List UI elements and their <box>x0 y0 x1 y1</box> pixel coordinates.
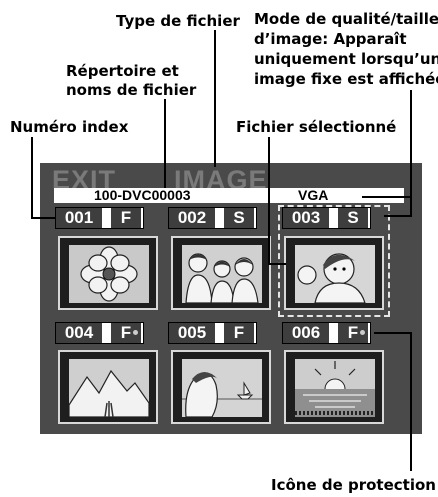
file-type-label: Type de fichier <box>116 12 240 30</box>
leader-selected-horizontal <box>268 263 286 265</box>
leader-protect-vertical <box>410 333 412 471</box>
thumbnail-mountains[interactable] <box>58 350 158 424</box>
index-number: 001 <box>56 208 102 228</box>
directory-label-line1: Répertoire et <box>66 62 179 80</box>
thumbnail-tag: 006 F <box>282 322 371 344</box>
flower-image <box>69 245 149 303</box>
index-number: 003 <box>283 208 329 228</box>
index-number: 004 <box>56 323 102 343</box>
protection-icon-label: Icône de protection <box>271 476 436 494</box>
leader-selected-vertical <box>268 137 270 265</box>
leader-quality-vertical <box>410 90 412 217</box>
leader-file-type <box>214 30 216 167</box>
thumbnail-tag: 005 F <box>168 322 257 344</box>
index-number-label: Numéro index <box>10 118 129 136</box>
thumbnail-people[interactable] <box>171 236 271 310</box>
thumbnail-tag: 002 S <box>168 207 257 229</box>
mountains-image <box>69 359 149 417</box>
index-number: 005 <box>169 323 215 343</box>
info-bar <box>54 188 404 203</box>
thumbnail-sunset[interactable] <box>284 350 384 424</box>
file-type-badge: F <box>111 208 141 228</box>
thumbnail-tag: 003 S <box>282 207 371 229</box>
quality-size-label-line2: d’image: Apparaît <box>254 30 407 48</box>
key-icon <box>133 330 138 335</box>
leader-directory <box>164 99 166 188</box>
sunset-image <box>295 359 375 417</box>
leader-index-horizontal <box>31 217 55 219</box>
leader-quality-horizontal <box>384 215 412 217</box>
selected-file-label: Fichier sélectionné <box>236 118 397 136</box>
directory-label-line2: noms de fichier <box>66 81 197 99</box>
thumbnail-girl[interactable] <box>284 236 384 310</box>
leader-index-vertical <box>31 137 33 219</box>
thumbnail-tag: 001 F <box>55 207 144 229</box>
file-type-badge: S <box>224 208 254 228</box>
quality-size-label-line3: uniquement lorsqu’une <box>254 50 438 68</box>
quality-size-label-line4: image fixe est affichée <box>254 70 438 88</box>
thumbnail-woman-boat[interactable] <box>171 350 271 424</box>
file-type-badge: F <box>111 323 141 343</box>
leader-protect-horizontal <box>374 332 412 334</box>
thumbnail-flower[interactable] <box>58 236 158 310</box>
key-icon <box>360 330 365 335</box>
girl-image <box>295 245 375 303</box>
quality-indicator: VGA <box>298 187 329 203</box>
quality-size-label-line1: Mode de qualité/taille <box>254 10 438 28</box>
file-type-badge: S <box>338 208 368 228</box>
people-image <box>182 245 262 303</box>
file-type-badge: F <box>338 323 368 343</box>
directory-file-name: 100-DVC00003 <box>94 187 191 203</box>
index-number: 002 <box>169 208 215 228</box>
leader-vga <box>362 196 412 198</box>
thumbnail-tag: 004 F <box>55 322 144 344</box>
file-type-badge: F <box>224 323 254 343</box>
index-number: 006 <box>283 323 329 343</box>
woman-boat-image <box>182 359 262 417</box>
selection-frame <box>278 205 390 317</box>
